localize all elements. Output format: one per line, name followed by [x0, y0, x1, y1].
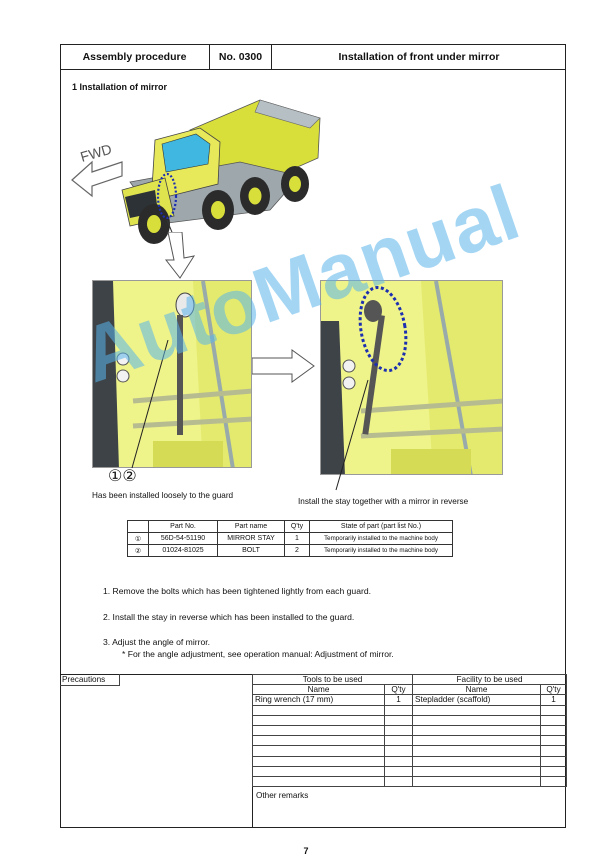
table-row — [252, 745, 568, 757]
step-3: 3. Adjust the angle of mirror. — [103, 637, 211, 647]
fwd-label: FWD — [78, 141, 113, 165]
table-row — [252, 735, 568, 747]
page-frame — [60, 44, 566, 828]
callout-numbers: ①② — [108, 468, 137, 485]
header-label: Assembly procedure — [60, 44, 210, 69]
parts-col-state: State of part (part list No.) — [309, 520, 453, 533]
table-cell: Temporarily installed to the machine bod… — [309, 532, 453, 545]
table-row — [252, 724, 568, 737]
facility-name-header: Name — [412, 684, 542, 696]
tools-qty-header: Q'ty — [383, 684, 414, 696]
caption-left: Has been installed loosely to the guard — [92, 491, 234, 500]
tools-facility-table: Tools to be used Facility to be used Nam… — [251, 673, 568, 788]
table-cell: 56D-54-51190 — [148, 532, 218, 545]
right-arrow-icon — [252, 349, 315, 383]
facility-qty-header: Q'ty — [540, 684, 568, 696]
parts-col-qty: Q'ty — [284, 520, 310, 533]
facility-name: Stepladder (scaffold) — [412, 694, 542, 706]
down-arrow-icon — [164, 232, 196, 279]
other-remarks-label: Other remarks — [256, 791, 309, 800]
table-row — [252, 755, 568, 767]
table-row — [252, 775, 568, 788]
photo-after — [320, 280, 503, 475]
table-row — [252, 714, 568, 726]
parts-col-index — [127, 520, 149, 533]
table-row: Ring wrench (17 mm) 1 Stepladder (scaffo… — [252, 694, 568, 706]
leader-lines — [131, 340, 369, 491]
section-title: 1 Installation of mirror — [72, 82, 168, 92]
parts-col-name: Part name — [217, 520, 285, 533]
table-cell: 01024-81025 — [148, 544, 218, 557]
table-row — [252, 704, 568, 716]
dump-truck-illustration: FWD — [71, 99, 321, 248]
table-cell: 2 — [284, 544, 310, 557]
step-2: 2. Install the stay in reverse which has… — [103, 612, 355, 622]
precautions-label: Precautions — [60, 674, 120, 686]
table-cell: MIRROR STAY — [217, 532, 285, 545]
caption-right: Install the stay together with a mirror … — [298, 497, 469, 506]
fwd-arrow-icon — [71, 160, 123, 198]
table-row: ① 56D-54-51190 MIRROR STAY 1 Temporarily… — [127, 532, 453, 545]
tool-qty: 1 — [383, 694, 414, 706]
header-number: No. 0300 — [210, 44, 272, 69]
tool-name: Ring wrench (17 mm) — [252, 694, 385, 706]
step-1: 1. Remove the bolts which has been tight… — [103, 586, 371, 596]
table-row — [252, 765, 568, 777]
tools-label: Tools to be used — [251, 673, 414, 686]
table-cell: 1 — [284, 532, 310, 545]
table-cell: BOLT — [217, 544, 285, 557]
facility-label: Facility to be used — [412, 673, 568, 686]
table-cell: ② — [127, 544, 149, 557]
parts-table: Part No. Part name Q'ty State of part (p… — [127, 520, 453, 557]
step-3-note: * For the angle adjustment, see operatio… — [122, 649, 394, 659]
facility-qty: 1 — [540, 694, 568, 706]
photo-before — [92, 280, 252, 468]
parts-col-partno: Part No. — [148, 520, 218, 533]
table-row: ② 01024-81025 BOLT 2 Temporarily install… — [127, 544, 453, 557]
table-cell: ① — [127, 532, 149, 545]
tools-name-header: Name — [252, 684, 385, 696]
page-number: 7 — [303, 846, 309, 856]
procedure-header: Assembly procedure No. 0300 Installation… — [60, 44, 566, 70]
parts-table-header: Part No. Part name Q'ty State of part (p… — [127, 520, 453, 533]
table-cell: Temporarily installed to the machine bod… — [309, 544, 453, 557]
header-title: Installation of front under mirror — [338, 50, 500, 63]
